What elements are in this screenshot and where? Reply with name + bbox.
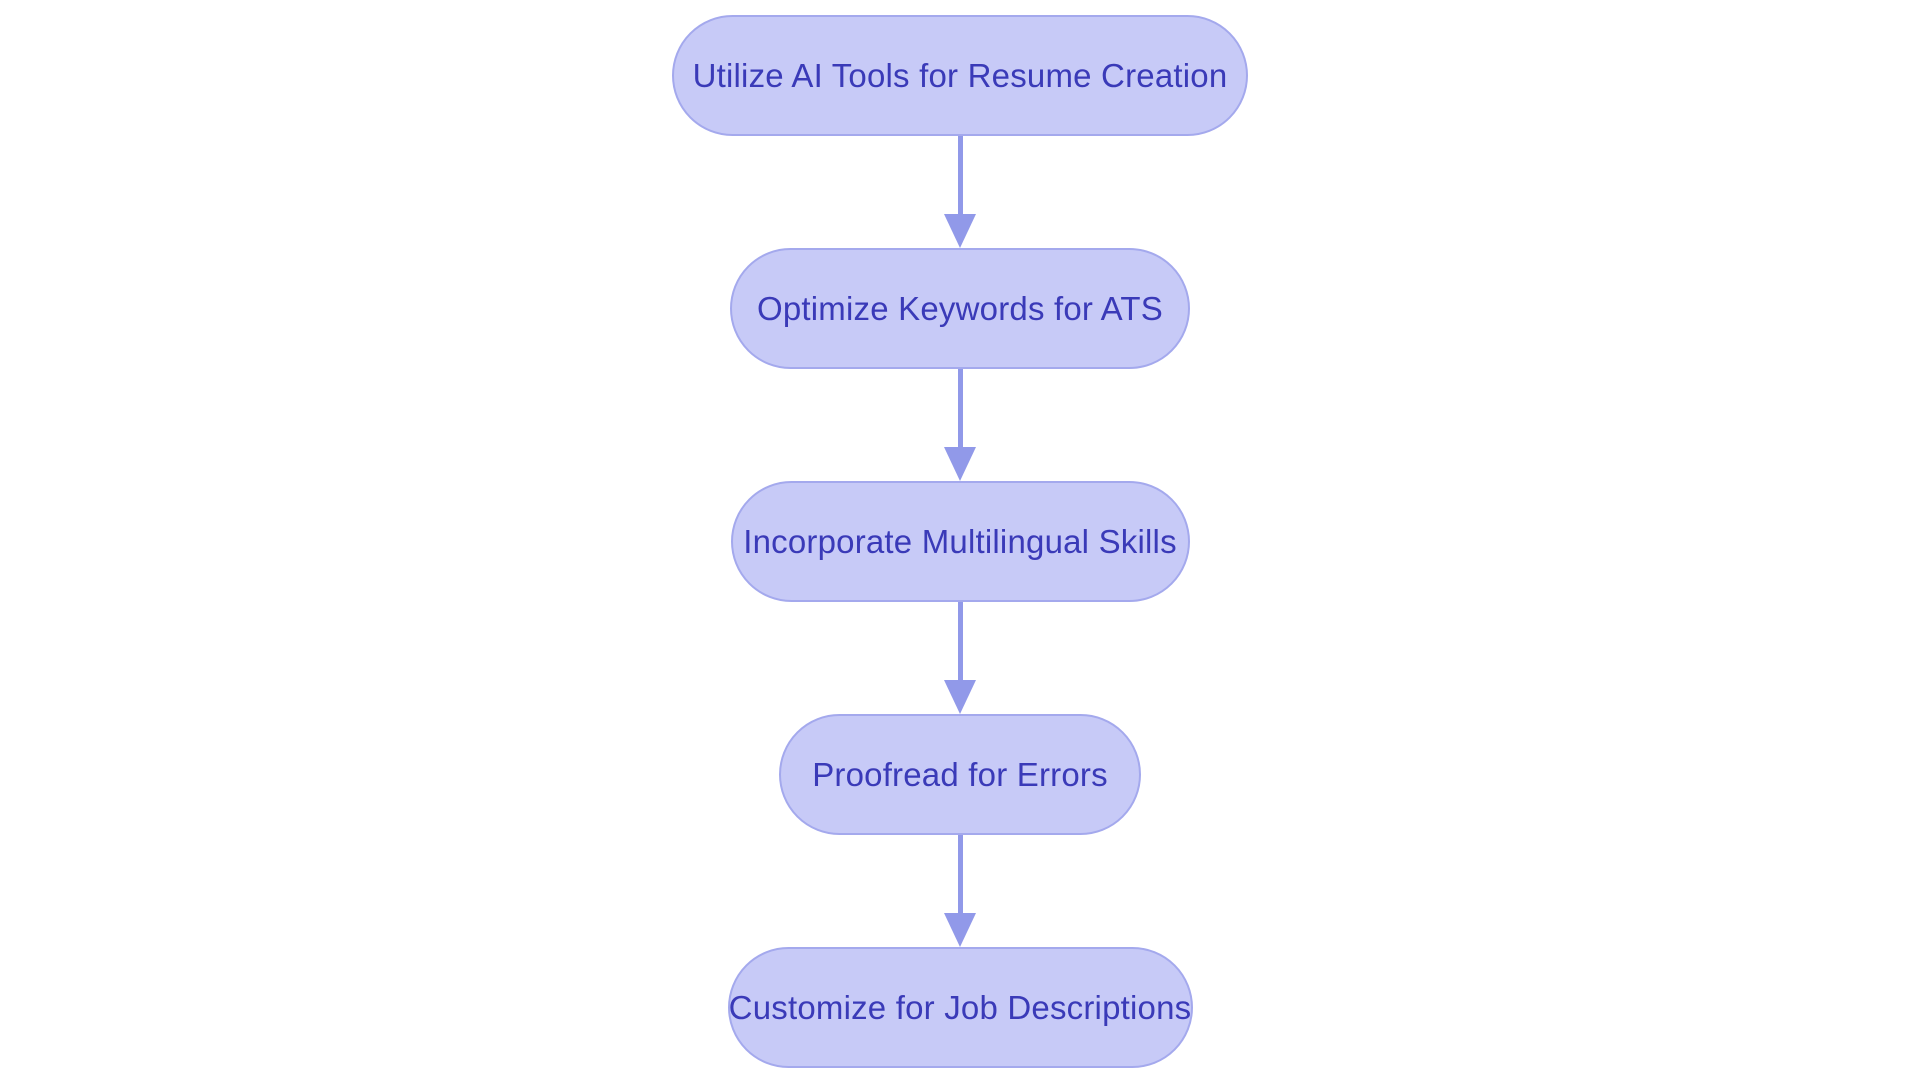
flow-node-proofread: Proofread for Errors bbox=[779, 714, 1141, 835]
arrow-line bbox=[957, 136, 963, 214]
arrow-head-icon bbox=[944, 447, 976, 481]
flow-node-label: Utilize AI Tools for Resume Creation bbox=[692, 56, 1228, 94]
flow-node-customize-job-descriptions: Customize for Job Descriptions bbox=[727, 947, 1193, 1068]
arrow-head-icon bbox=[944, 913, 976, 947]
flow-node-label: Incorporate Multilingual Skills bbox=[743, 522, 1177, 560]
arrow-down-connector bbox=[944, 136, 976, 248]
flow-node-optimize-keywords: Optimize Keywords for ATS bbox=[730, 248, 1190, 369]
flow-node-multilingual-skills: Incorporate Multilingual Skills bbox=[730, 481, 1190, 602]
arrow-down-connector bbox=[944, 602, 976, 714]
arrow-down-connector bbox=[944, 369, 976, 481]
arrow-down-connector bbox=[944, 835, 976, 947]
arrow-line bbox=[957, 602, 963, 680]
arrow-line bbox=[957, 835, 963, 913]
flow-node-utilize-ai-tools: Utilize AI Tools for Resume Creation bbox=[672, 15, 1248, 136]
flow-node-label: Optimize Keywords for ATS bbox=[756, 289, 1163, 327]
flow-node-label: Proofread for Errors bbox=[812, 755, 1108, 793]
flow-node-label: Customize for Job Descriptions bbox=[728, 988, 1192, 1026]
arrow-head-icon bbox=[944, 214, 976, 248]
arrow-line bbox=[957, 369, 963, 447]
arrow-head-icon bbox=[944, 680, 976, 714]
